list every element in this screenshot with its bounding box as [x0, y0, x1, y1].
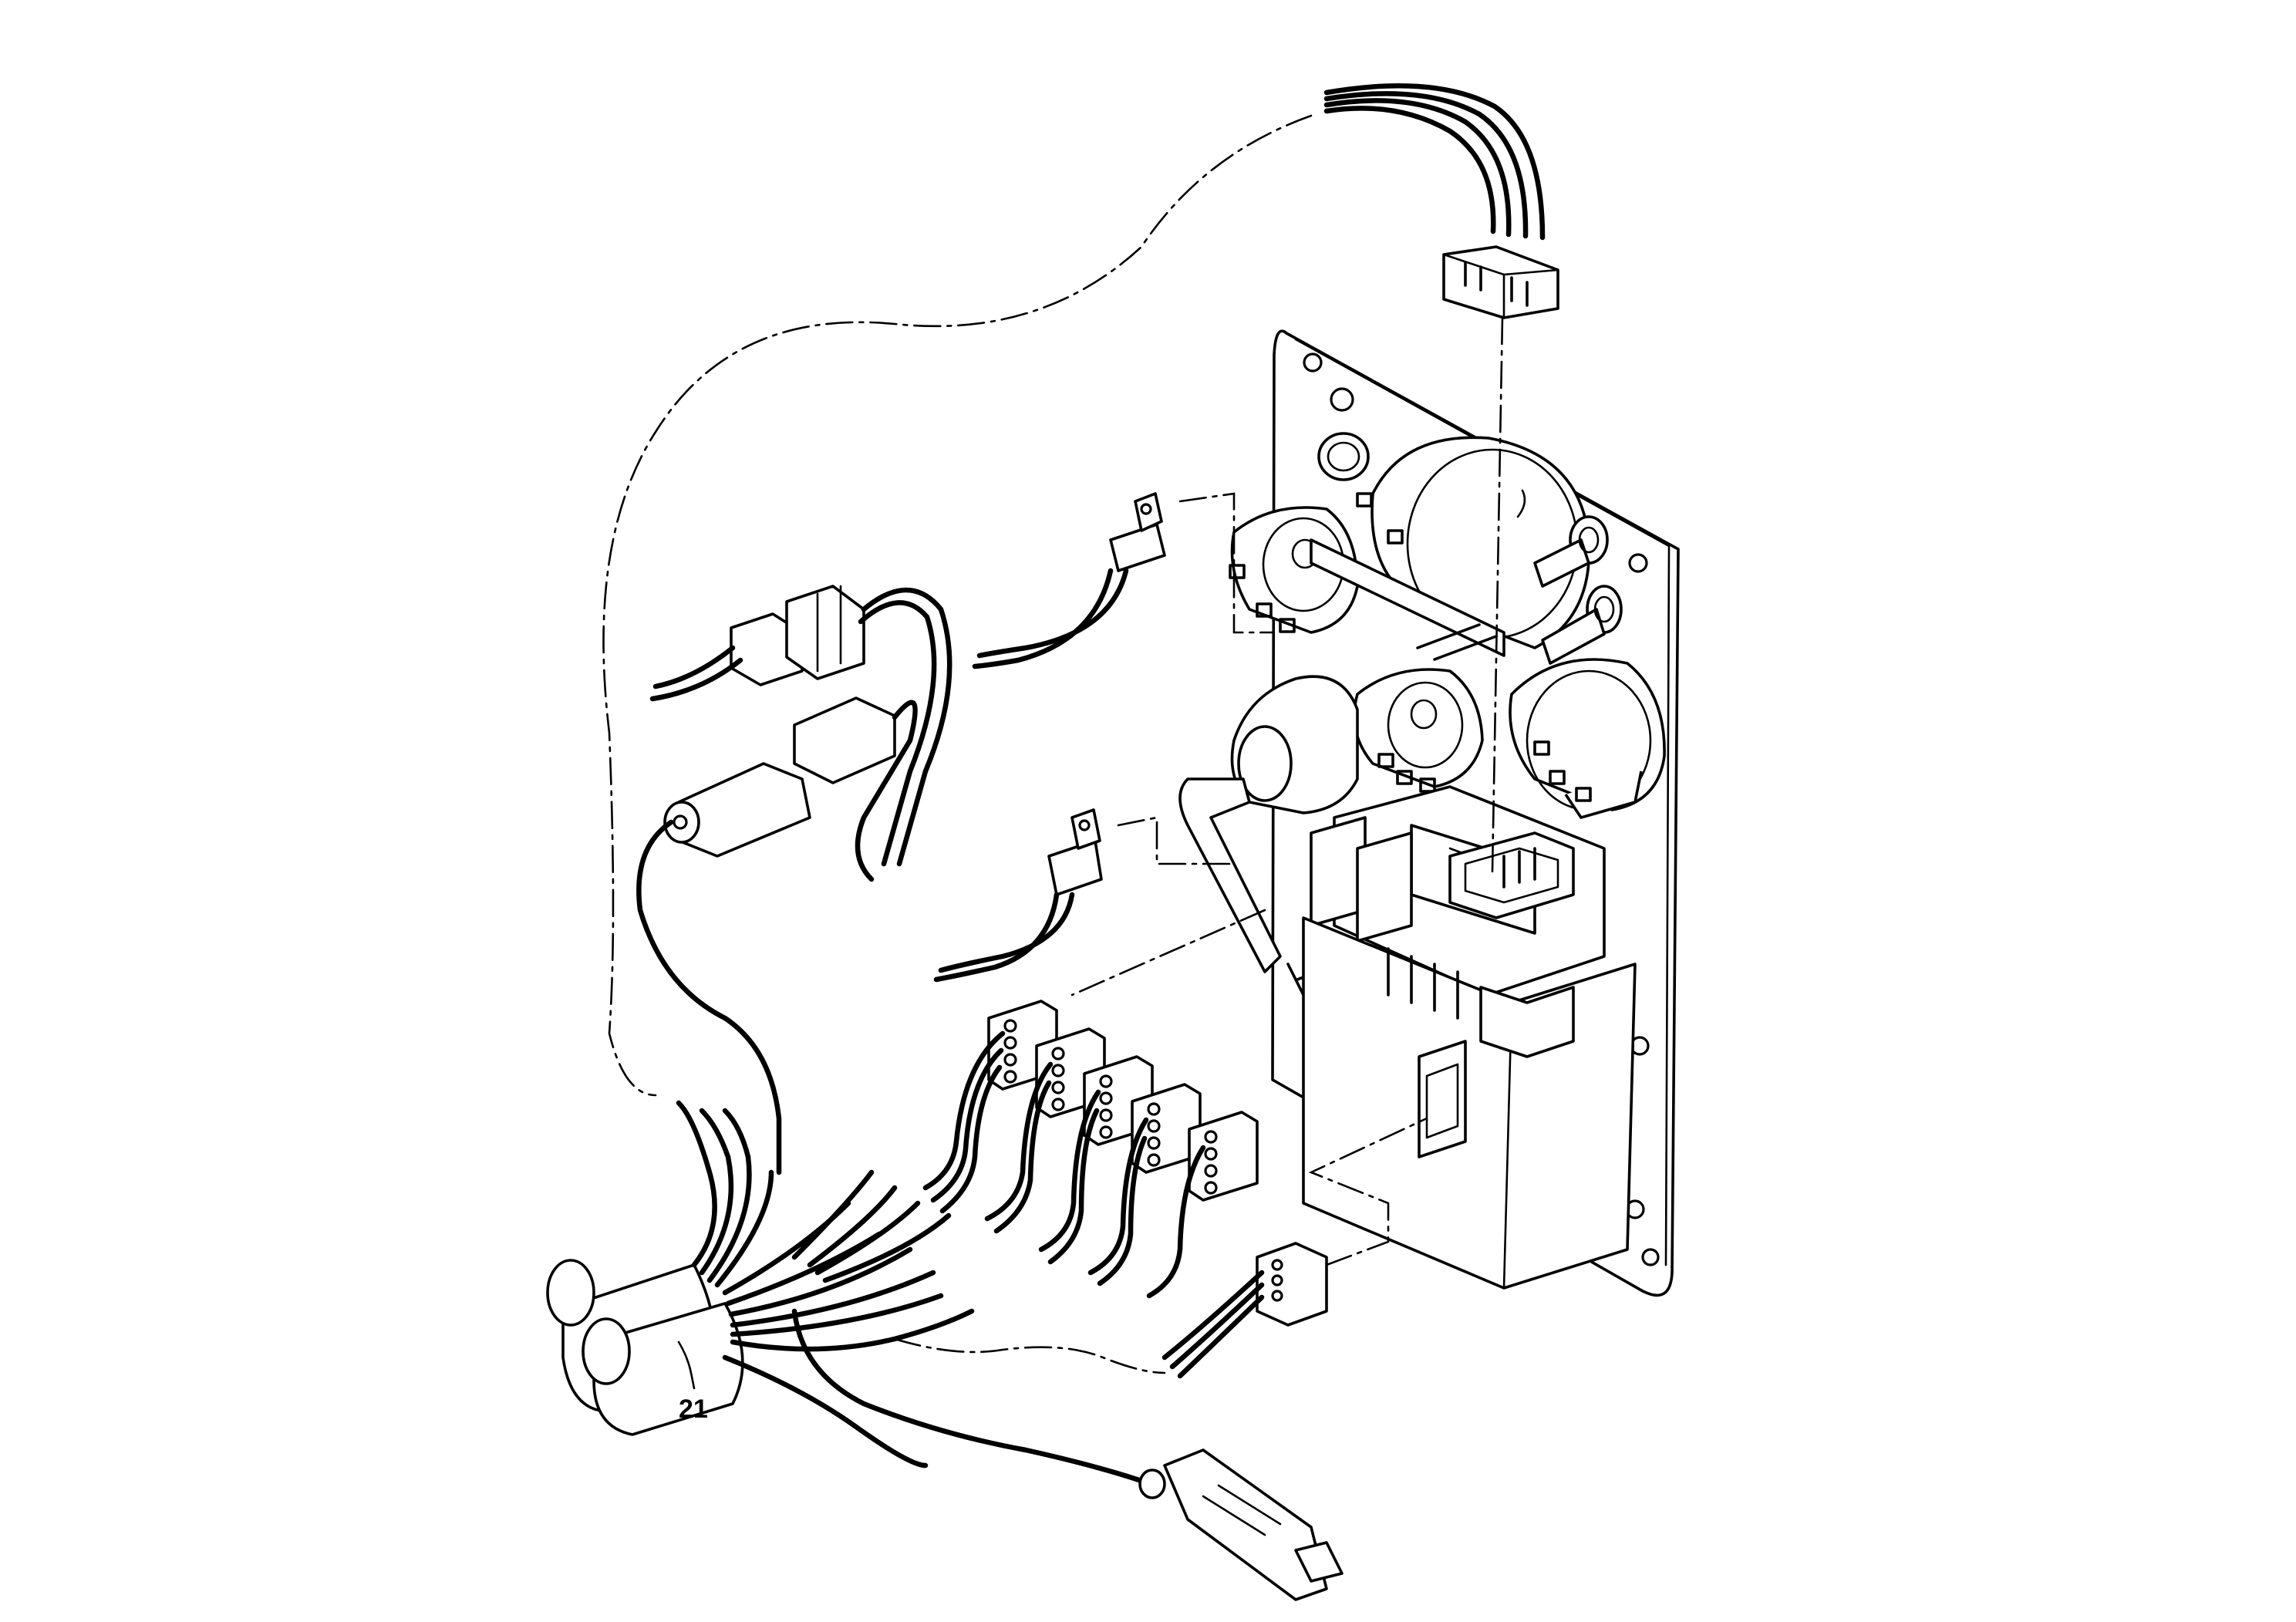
harness-sleeve [546, 1259, 744, 1436]
callout-21: 21 [679, 1394, 708, 1424]
connector-row-wires [922, 1030, 1206, 1299]
top-wire-bundle [1323, 83, 1546, 241]
bottom-cable [791, 1308, 1145, 1484]
gauge-middle-left [1353, 668, 1484, 788]
gauge-right [1509, 658, 1666, 819]
multi-pin-connector-4 [1131, 1083, 1202, 1174]
harness-breakout-wires [676, 1100, 975, 1469]
sensor-upper [972, 492, 1274, 669]
sensor-lower [933, 808, 1236, 983]
lamp-housing-cylinder [1178, 675, 1359, 996]
connector-leader-line [1491, 316, 1504, 873]
top-4-pin-connector [1442, 245, 1559, 319]
connector-row-leader [1070, 909, 1266, 996]
switch-knob-upper [1533, 515, 1609, 588]
bottom-bulb-plug [1138, 1448, 1344, 1601]
switch-knob-lower [1541, 585, 1623, 665]
left-upper-plug [649, 585, 952, 867]
long-routing-line [602, 114, 1313, 1097]
left-middle-plug [636, 696, 918, 1175]
bottom-4-pin-connector [1161, 1117, 1428, 1379]
bottom-dash-route [893, 1337, 1166, 1374]
callout-leader-21 [677, 1340, 696, 1390]
transformer-box [1302, 916, 1637, 1290]
multi-pin-connector-5 [1188, 1111, 1259, 1202]
panel-connector-socket [1448, 831, 1575, 919]
